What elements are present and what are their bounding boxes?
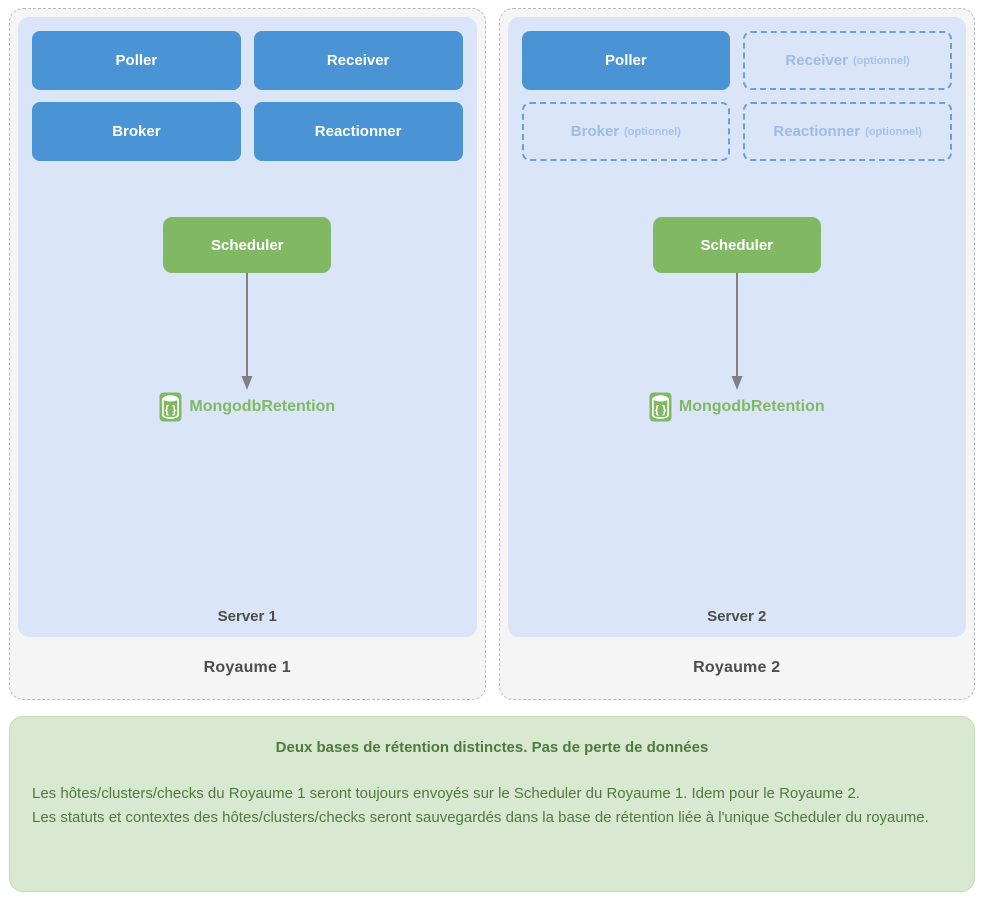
daemon-label: Reactionner bbox=[314, 123, 402, 140]
daemon-poller-2[interactable]: Poller bbox=[521, 31, 731, 90]
scheduler-label: Scheduler bbox=[700, 236, 774, 254]
database-label: MongodbRetention bbox=[678, 398, 825, 415]
arrow-scheduler-to-db-2 bbox=[731, 273, 743, 390]
daemon-receiver-2[interactable]: Receiver (optionnel) bbox=[743, 31, 952, 90]
daemon-label: Poller bbox=[605, 52, 647, 69]
daemon-label: Poller bbox=[115, 52, 158, 69]
scheduler-node-2[interactable]: Scheduler bbox=[652, 217, 821, 273]
server-region-1: Poller Receiver Broker Reactionner Sched… bbox=[18, 17, 477, 637]
server-label-1: Server 1 bbox=[217, 608, 277, 625]
daemon-poller-1[interactable]: Poller bbox=[32, 31, 241, 90]
database-node-1[interactable]: { } MongodbRetention bbox=[32, 392, 463, 422]
daemon-label: Receiver bbox=[785, 52, 848, 69]
daemon-label: Reactionner bbox=[773, 123, 861, 140]
realm-card-1[interactable]: Poller Receiver Broker Reactionner Sched… bbox=[9, 8, 486, 700]
daemon-grid-1: Poller Receiver Broker Reactionner bbox=[32, 31, 463, 161]
scheduler-flow-1: Scheduler { } MongodbRetention bbox=[32, 217, 463, 637]
realm-card-2[interactable]: Poller Receiver (optionnel) Broker (opti… bbox=[498, 8, 975, 700]
server-label-2: Server 2 bbox=[707, 608, 767, 625]
note-title: Deux bases de rétention distinctes. Pas … bbox=[275, 739, 709, 756]
database-icon: { } bbox=[649, 392, 672, 422]
note-body: Les hôtes/clusters/checks du Royaume 1 s… bbox=[32, 782, 952, 830]
scheduler-flow-2: Scheduler { } MongodbRetention bbox=[522, 217, 953, 637]
daemon-label: Receiver bbox=[326, 52, 390, 69]
daemon-grid-2: Poller Receiver (optionnel) Broker (opti… bbox=[521, 31, 952, 161]
arrow-scheduler-to-db-1 bbox=[241, 273, 253, 390]
svg-text:{ }: { } bbox=[655, 404, 667, 416]
daemon-broker-1[interactable]: Broker bbox=[32, 102, 241, 161]
database-node-2[interactable]: { } MongodbRetention bbox=[522, 392, 953, 422]
daemon-reactionner-2[interactable]: Reactionner (optionnel) bbox=[743, 102, 952, 161]
note-line-1: Les hôtes/clusters/checks du Royaume 1 s… bbox=[32, 785, 860, 802]
database-label: MongodbRetention bbox=[189, 398, 336, 415]
note-card: Deux bases de rétention distinctes. Pas … bbox=[9, 716, 975, 892]
daemon-label: Broker bbox=[112, 123, 161, 140]
database-icon: { } bbox=[159, 392, 182, 422]
daemon-label: Broker bbox=[570, 123, 620, 140]
realm-label-1: Royaume 1 bbox=[203, 659, 291, 676]
server-region-2: Poller Receiver (optionnel) Broker (opti… bbox=[507, 17, 966, 637]
realms-row: Poller Receiver Broker Reactionner Sched… bbox=[9, 8, 975, 700]
scheduler-label: Scheduler bbox=[210, 236, 284, 254]
daemon-optional-tag: (optionnel) bbox=[852, 54, 910, 67]
daemon-reactionner-1[interactable]: Reactionner bbox=[253, 102, 463, 161]
note-line-2: Les statuts et contextes des hôtes/clust… bbox=[32, 809, 929, 826]
daemon-optional-tag: (optionnel) bbox=[865, 125, 922, 138]
scheduler-node-1[interactable]: Scheduler bbox=[163, 217, 332, 273]
daemon-receiver-1[interactable]: Receiver bbox=[253, 31, 463, 90]
svg-text:{ }: { } bbox=[165, 404, 177, 416]
realm-label-2: Royaume 2 bbox=[693, 659, 781, 676]
daemon-optional-tag: (optionnel) bbox=[624, 125, 681, 138]
daemon-broker-2[interactable]: Broker (optionnel) bbox=[521, 102, 731, 161]
